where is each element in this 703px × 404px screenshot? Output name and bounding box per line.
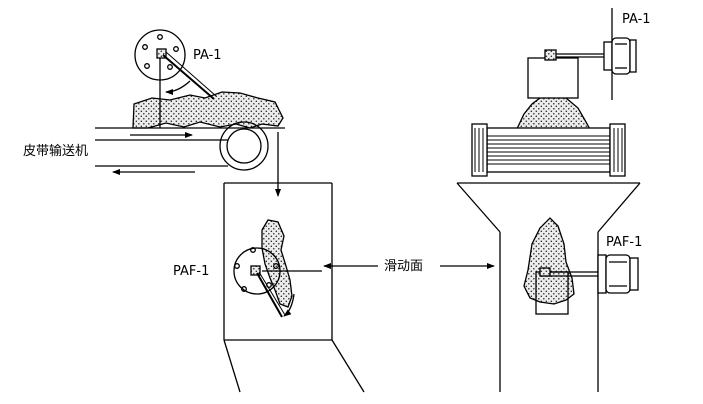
inlet-box — [527, 57, 579, 99]
left-hopper — [223, 182, 365, 393]
paf1-right-housing — [605, 254, 631, 294]
screw-conveyor-pile — [513, 93, 594, 134]
pa1-right-bracket — [544, 49, 557, 61]
screw-conveyor-ribs — [474, 128, 623, 172]
pa1-left-rotation-arrow — [165, 80, 191, 95]
right-silo — [456, 182, 641, 392]
silo-material — [523, 217, 575, 305]
pa1-left-hub — [156, 48, 167, 59]
pa1-right-label: PA-1 — [622, 12, 651, 27]
screw-conveyor-tube — [486, 127, 611, 173]
conveyor-label: 皮带输送机 — [23, 143, 88, 159]
paf1-left-label: PAF-1 — [173, 264, 209, 279]
belt-conveyor-scene — [95, 29, 285, 197]
paf1-left-rotation-arrow — [283, 293, 295, 317]
pa1-right-flange — [603, 41, 613, 71]
pa1-left-label: PA-1 — [193, 48, 222, 63]
conveyor-material-pile — [132, 91, 284, 129]
sliding-surface-label: 滑动面 — [384, 259, 423, 274]
pa1-left-paddle — [162, 54, 215, 100]
conveyor-roller-inner — [226, 128, 262, 164]
paf1-left-hub — [250, 265, 261, 276]
paf1-right-bracket — [539, 267, 551, 277]
conveyor-roller-outer — [219, 121, 269, 171]
paf1-right-flange — [597, 254, 607, 294]
paf1-right-label: PAF-1 — [606, 235, 642, 250]
screw-conveyor-scene — [471, 8, 637, 177]
paf1-left-paddle — [256, 272, 283, 318]
